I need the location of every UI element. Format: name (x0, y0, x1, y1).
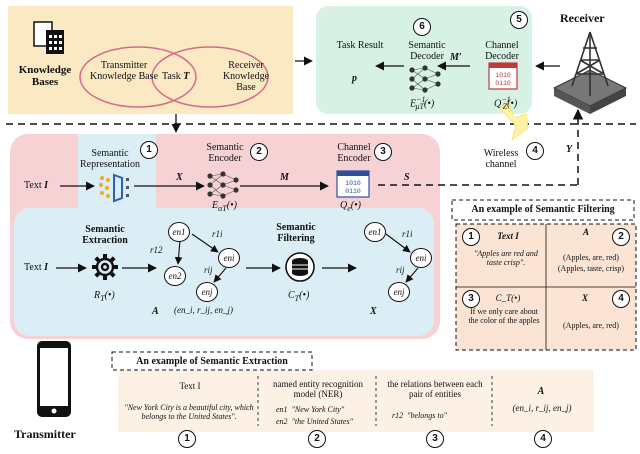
semantic-decoder-formula: E−1μT(•) (410, 95, 435, 112)
graph-node-eni: eni (218, 248, 240, 268)
filter-step-1: 1 (462, 228, 480, 246)
extraction-example-panel (118, 370, 594, 432)
knowledge-bases-icon (33, 21, 64, 54)
wireless-channel-label: Wireless channel (483, 148, 519, 170)
gear-icon (92, 254, 118, 280)
filter-step-4: 4 (612, 290, 630, 308)
extraction-example-title: An example of Semantic Extraction (136, 356, 288, 367)
extraction-col3-relation: r12 "belongs to" (392, 411, 447, 420)
receiver-label: Receiver (560, 11, 605, 25)
semantic-extraction-label: Semantic Extraction (82, 224, 128, 246)
filter-q1-text: "Apples are red and taste crisp". (474, 249, 538, 267)
y-symbol: Y (566, 144, 573, 155)
extraction-col2-en1: en1 "New York City" (276, 405, 345, 414)
semantic-decoder-label: Semantic Decoder (408, 40, 446, 62)
semantic-encoder-formula: EαT(•) (212, 200, 237, 213)
semantic-filtering-label: Semantic Filtering (276, 222, 316, 244)
p-symbol: p (352, 73, 357, 84)
x-symbol-top: X (176, 172, 183, 183)
extraction-formula: RT(•) (94, 290, 115, 303)
channel-decoder-label: Channel Decoder (485, 40, 519, 62)
neural-network-icon (409, 65, 441, 93)
task-label: Task T (162, 71, 190, 82)
knowledge-bases-panel (8, 6, 293, 114)
step-3-badge: 3 (374, 143, 392, 161)
graph-node-en1-filtered: en1 (364, 222, 386, 242)
edge-label-rij: rij (204, 265, 213, 275)
step-6-badge: 6 (413, 18, 431, 36)
channel-encoder-formula: Qe(•) (340, 200, 361, 213)
extract-step-2: 2 (308, 430, 326, 448)
svg-text:1010: 1010 (345, 180, 361, 187)
extract-step-4: 4 (534, 430, 552, 448)
extract-step-1: 1 (178, 430, 196, 448)
filter-q3-text: If we only care about the color of the a… (468, 307, 540, 325)
filter-q4-text: (Apples, are, red) (563, 321, 619, 330)
a-symbol: A (152, 306, 159, 317)
filter-q3-label: C_T(•) (495, 293, 521, 303)
filter-q2-line1: (Apples, are, red) (563, 253, 619, 262)
smartphone-icon (37, 341, 71, 417)
edge-label-r1i: r1i (212, 229, 223, 239)
filter-q4-label: X (581, 293, 588, 303)
extraction-col4-text: (en_i, r_ij, en_j) (512, 403, 572, 413)
binary-encoder-icon: 1010 0110 (336, 170, 370, 198)
knowledge-bases-label: Knowledge Bases (18, 64, 72, 89)
m-symbol: M (280, 172, 289, 183)
encoder-network-icon (207, 171, 239, 199)
text-input-bottom: Text I (24, 262, 49, 273)
svg-text:0110: 0110 (345, 188, 361, 195)
extraction-col2-en2: en2 "the United States" (276, 417, 353, 426)
graph-node-en2: en2 (164, 266, 186, 286)
filter-q1-label: Text I (497, 231, 519, 241)
svg-text:1010: 1010 (495, 72, 511, 79)
extraction-col2-title: named entity recognition model (NER) (273, 379, 363, 399)
transmitter-kb-label: Transmitter Knowledge Base (89, 60, 159, 82)
filter-step-2: 2 (612, 228, 630, 246)
step-5-badge: 5 (510, 11, 528, 29)
extraction-col3-title: the relations between each pair of entit… (387, 379, 483, 399)
filter-q2-line2: (Apples, taste, crisp) (557, 264, 625, 273)
extraction-col4-title: A (537, 386, 545, 397)
binary-decoder-icon: 1010 0110 (488, 62, 518, 90)
channel-encoder-label: Channel Encoder (337, 142, 371, 164)
filter-q2-label: A (582, 227, 589, 237)
edge-label-r1i-filtered: r1i (402, 229, 413, 239)
database-filter-icon (285, 252, 315, 282)
edge-label-rij-filtered: rij (396, 265, 405, 275)
edge-label-r12: r12 (150, 245, 163, 255)
receiver-tower-icon (552, 31, 628, 114)
x-symbol-bottom: X (370, 306, 377, 317)
step-2-badge: 2 (250, 143, 268, 161)
filter-step-3: 3 (462, 290, 480, 308)
step-1-badge: 1 (140, 141, 158, 159)
m-prime-symbol: M′ (450, 52, 462, 63)
graph-node-eni-filtered: eni (410, 248, 432, 268)
graph-node-enj-filtered: enj (388, 282, 410, 302)
extract-step-3: 3 (426, 430, 444, 448)
semantic-representation-label: Semantic Representation (80, 148, 140, 170)
receiver-kb-label: Receiver Knowledge Base (222, 60, 270, 93)
text-input-top: Text I (24, 180, 49, 191)
triple-tuple-left: (en_i, r_ij, en_j) (174, 305, 233, 315)
s-symbol: S (404, 172, 410, 183)
svg-text:0110: 0110 (495, 80, 511, 87)
transmitter-label: Transmitter (14, 427, 76, 441)
task-result-label: Task Result (336, 40, 384, 51)
extraction-col1-text: "New York City is a beautiful city, whic… (124, 403, 254, 421)
step-4-badge: 4 (526, 142, 544, 160)
channel-decoder-formula: Q−1Z(•) (494, 95, 518, 112)
graph-node-enj: enj (196, 282, 218, 302)
graph-node-en1: en1 (168, 222, 190, 242)
filtering-formula: CT(•) (288, 290, 310, 303)
filtering-example-title: An example of Semantic Filtering (471, 204, 615, 215)
representation-icon (99, 173, 129, 203)
semantic-encoder-label: Semantic Encoder (206, 142, 244, 164)
extraction-col1-title: Text I (179, 381, 201, 391)
